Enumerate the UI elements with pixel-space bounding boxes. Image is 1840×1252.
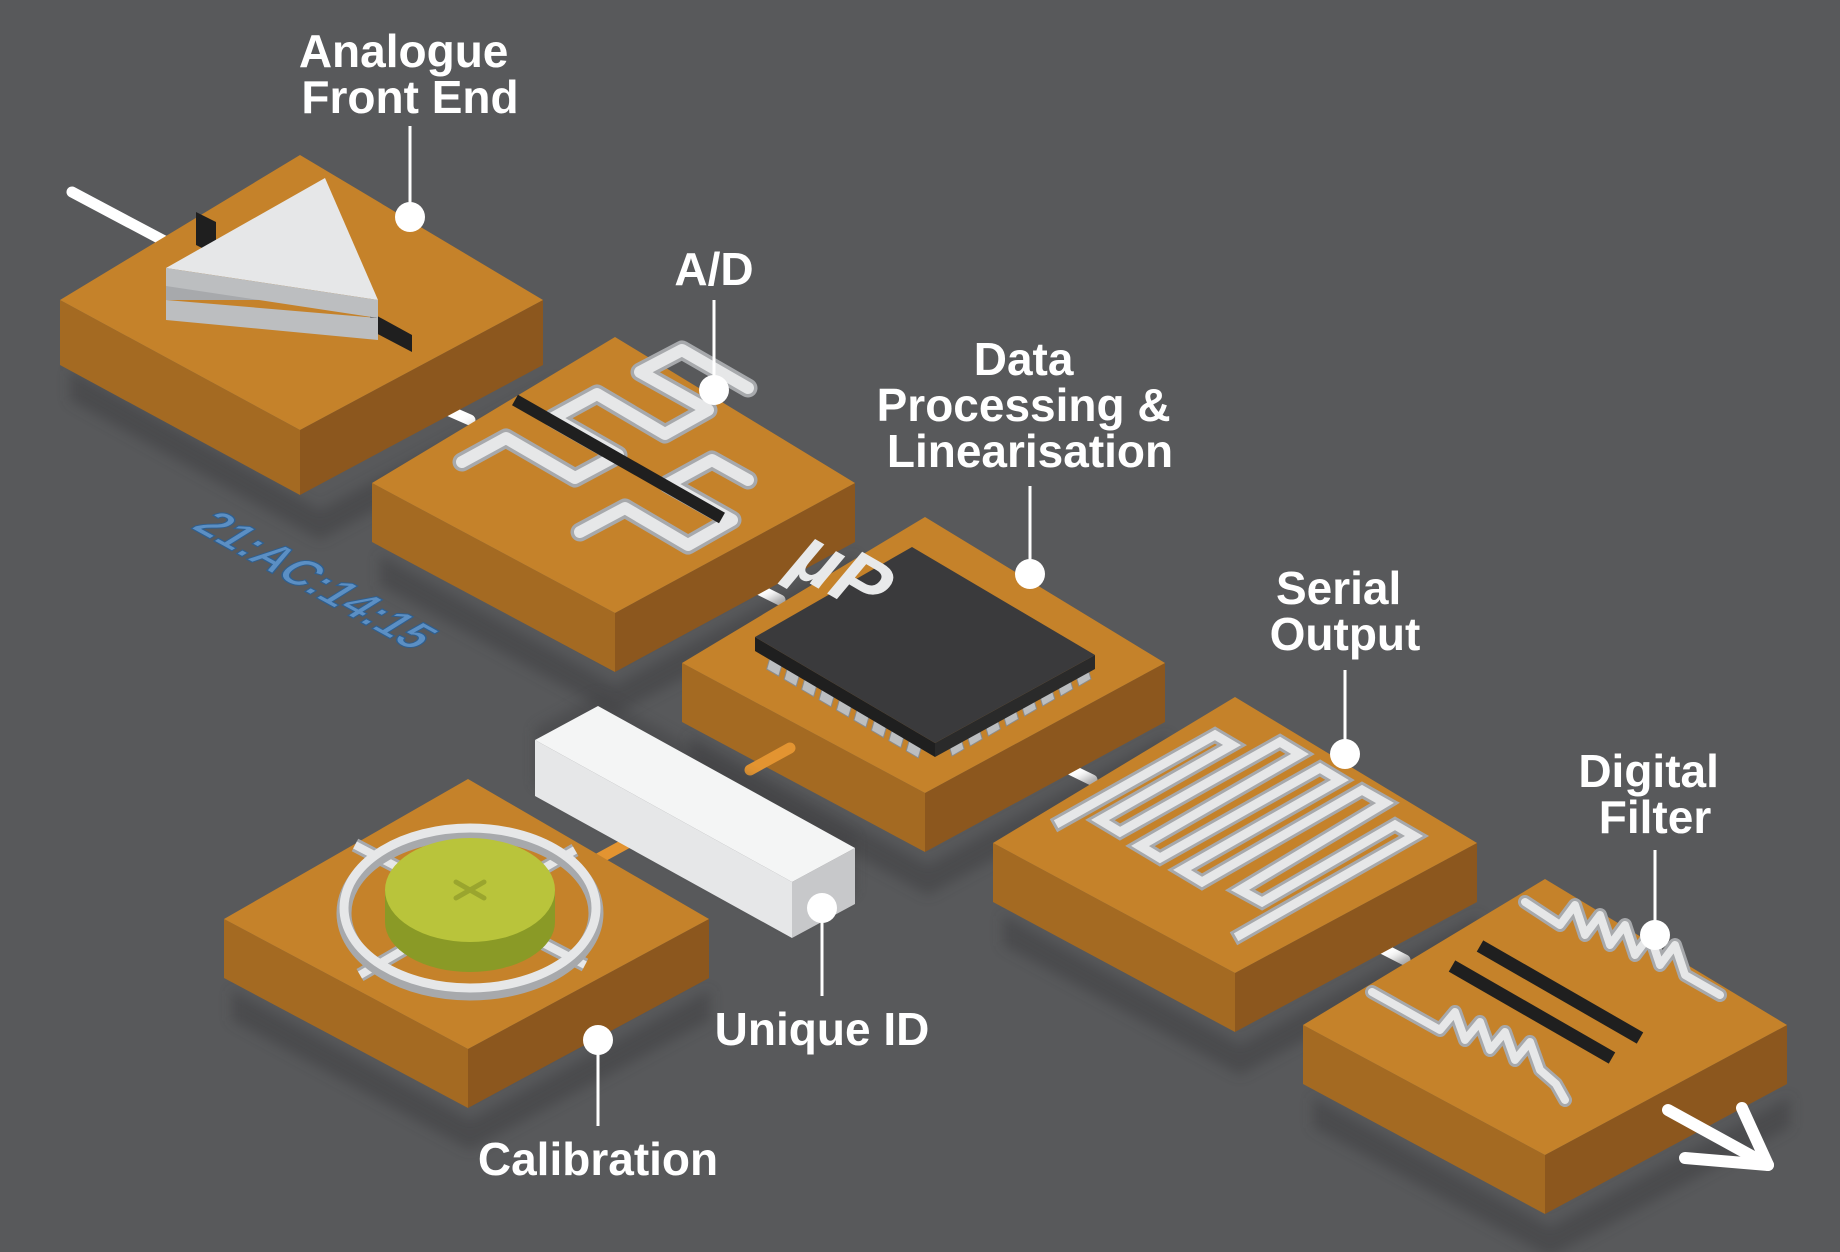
block-front-face xyxy=(925,663,1165,852)
serpentine-trace-icon xyxy=(1049,726,1430,946)
connector-id-up xyxy=(744,742,796,776)
input-connector xyxy=(66,186,176,250)
label-digital-filter: Digital Filter xyxy=(1578,745,1731,843)
block-left-face xyxy=(1303,1025,1545,1214)
block-front-face xyxy=(1235,843,1477,1032)
block-left-face xyxy=(993,843,1235,1032)
callout-dots xyxy=(395,202,1670,1055)
callout-dot-data-processing xyxy=(1015,559,1045,589)
callout-dot-ad xyxy=(699,375,729,405)
callout-lines xyxy=(408,126,1657,1126)
callout-dot-digital-filter xyxy=(1640,920,1670,950)
ad-block xyxy=(372,337,855,715)
capacitor-resistor-filter-icon xyxy=(1365,895,1727,1107)
output-arrow-icon xyxy=(1662,1102,1774,1171)
calibration-block xyxy=(224,742,796,1150)
block-top-face xyxy=(372,337,855,613)
callout-dot-calibration xyxy=(583,1025,613,1055)
label-unique-id: Unique ID xyxy=(715,1003,930,1055)
block-left-face xyxy=(224,919,468,1108)
serpentine-converter-icon xyxy=(452,340,758,555)
block-front-face xyxy=(1545,1025,1787,1214)
callout-dot-analogue-front-end xyxy=(395,202,425,232)
block-front-face xyxy=(615,483,855,672)
crosshair-dial-icon xyxy=(336,823,604,1001)
callout-dot-serial-output xyxy=(1330,739,1360,769)
label-analogue-front-end: Analogue Front End xyxy=(299,25,521,123)
block-left-face xyxy=(682,663,925,852)
label-data-processing: Data Processing & Linearisation xyxy=(877,333,1184,477)
digital-filter-block xyxy=(1303,879,1790,1252)
block-left-face xyxy=(60,300,300,495)
label-ad: A/D xyxy=(674,243,753,295)
label-calibration: Calibration xyxy=(478,1133,718,1185)
block-left-face xyxy=(372,483,615,672)
block-front-face xyxy=(300,300,543,495)
block-front-face xyxy=(468,919,709,1108)
callout-dot-unique-id xyxy=(807,893,837,923)
label-serial-output: Serial Output xyxy=(1270,562,1421,660)
amplifier-triangle-icon xyxy=(166,178,412,352)
serial-output-block xyxy=(993,697,1480,1075)
